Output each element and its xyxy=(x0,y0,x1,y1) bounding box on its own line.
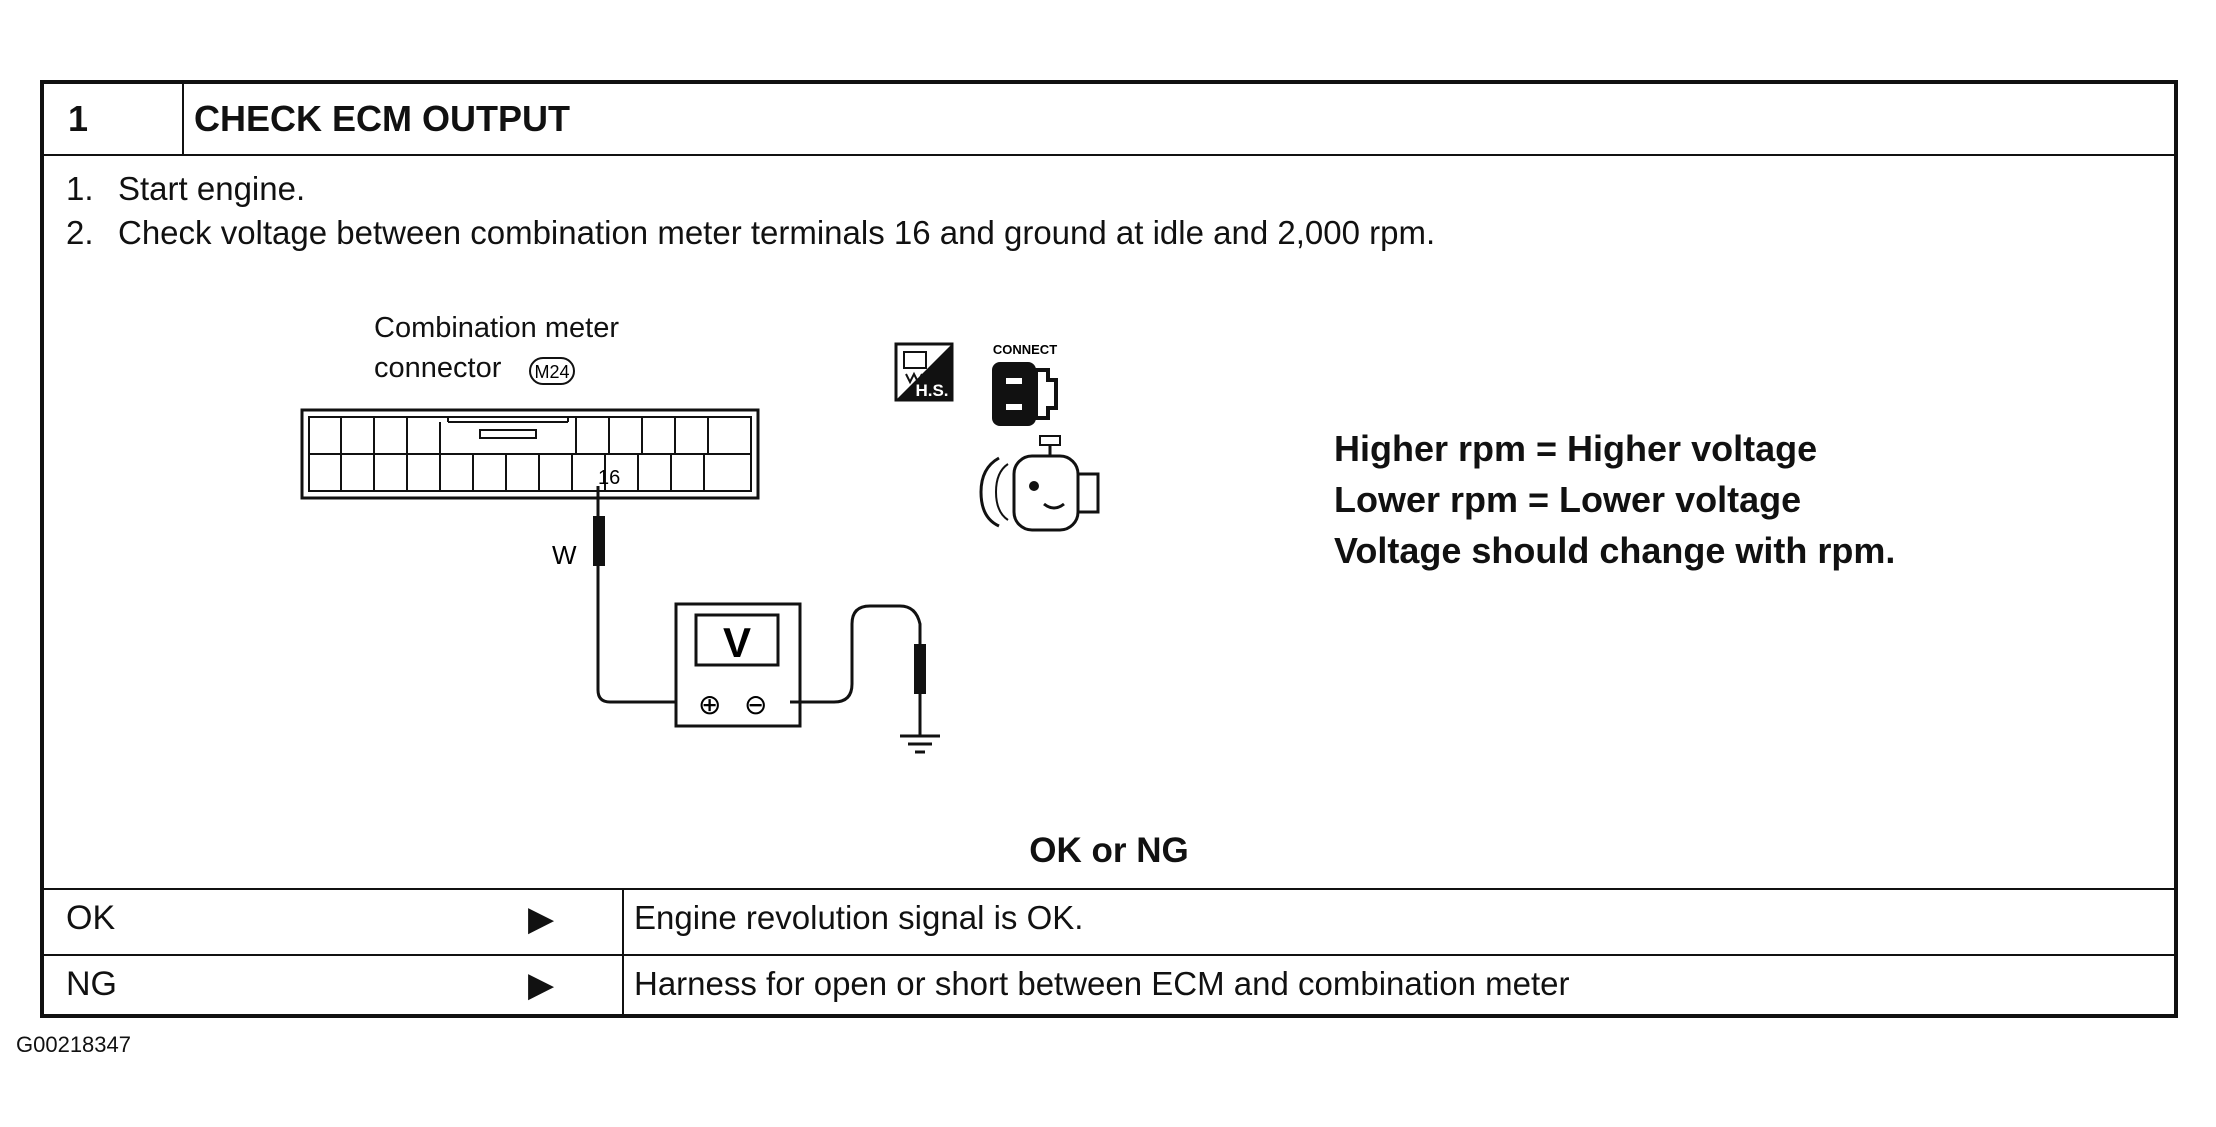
svg-text:H.S.: H.S. xyxy=(915,381,948,400)
figure-code: G00218347 xyxy=(16,1032,131,1057)
ground-icon xyxy=(900,734,940,754)
result-ok-label: OK xyxy=(66,899,116,937)
result-ok-text: Engine revolution signal is OK. xyxy=(634,899,1084,936)
connector-label-line1: Combination meter xyxy=(374,312,619,344)
step-number: 1 xyxy=(68,98,89,139)
result-ng-label: NG xyxy=(66,965,117,1003)
minus-terminal: ⊖ xyxy=(744,688,767,721)
harness-side-icon: H.S. xyxy=(894,342,954,402)
note-lower-rpm: Lower rpm = Lower voltage xyxy=(1334,479,1802,520)
header-divider xyxy=(182,84,184,154)
result-ng-arrow-icon: ▶ xyxy=(528,966,555,1004)
result-rule-middle xyxy=(44,954,2174,956)
instruction-1: 1.Start engine. xyxy=(66,170,306,207)
instruction-2: 2.Check voltage between combination mete… xyxy=(66,214,1436,251)
diagram-graphics: M24 xyxy=(300,342,1100,754)
procedure-table: 1 CHECK ECM OUTPUT 1.Start engine. 2.Che… xyxy=(40,80,2178,1018)
svg-text:V: V xyxy=(723,619,751,666)
wire-color-label: W xyxy=(552,540,577,570)
negative-probe-lead xyxy=(790,604,926,736)
connector-label-line2: connector xyxy=(374,352,502,384)
connect-connector-icon: CONNECT xyxy=(992,342,1058,426)
step-title: CHECK ECM OUTPUT xyxy=(194,98,570,139)
terminal-16-label: 16 xyxy=(598,467,620,489)
note-voltage-change: Voltage should change with rpm. xyxy=(1334,530,1896,571)
engine-running-icon xyxy=(979,435,1100,532)
svg-text:CONNECT: CONNECT xyxy=(993,342,1057,357)
result-rule-top xyxy=(44,888,2174,890)
note-higher-rpm: Higher rpm = Higher voltage xyxy=(1334,428,1818,469)
result-ng-text: Harness for open or short between ECM an… xyxy=(634,965,1570,1002)
combination-meter-connector: 16 xyxy=(300,408,760,500)
result-ok-arrow-icon: ▶ xyxy=(528,900,555,938)
svg-text:M24: M24 xyxy=(534,362,569,382)
connector-id-badge: M24 xyxy=(529,357,575,385)
voltmeter-icon: V ⊕ ⊖ xyxy=(674,602,802,728)
result-divider xyxy=(622,888,624,1014)
header-rule xyxy=(44,154,2174,156)
positive-probe-lead xyxy=(593,486,684,704)
plus-terminal: ⊕ xyxy=(698,688,721,721)
result-heading: OK or NG xyxy=(1029,831,1189,870)
